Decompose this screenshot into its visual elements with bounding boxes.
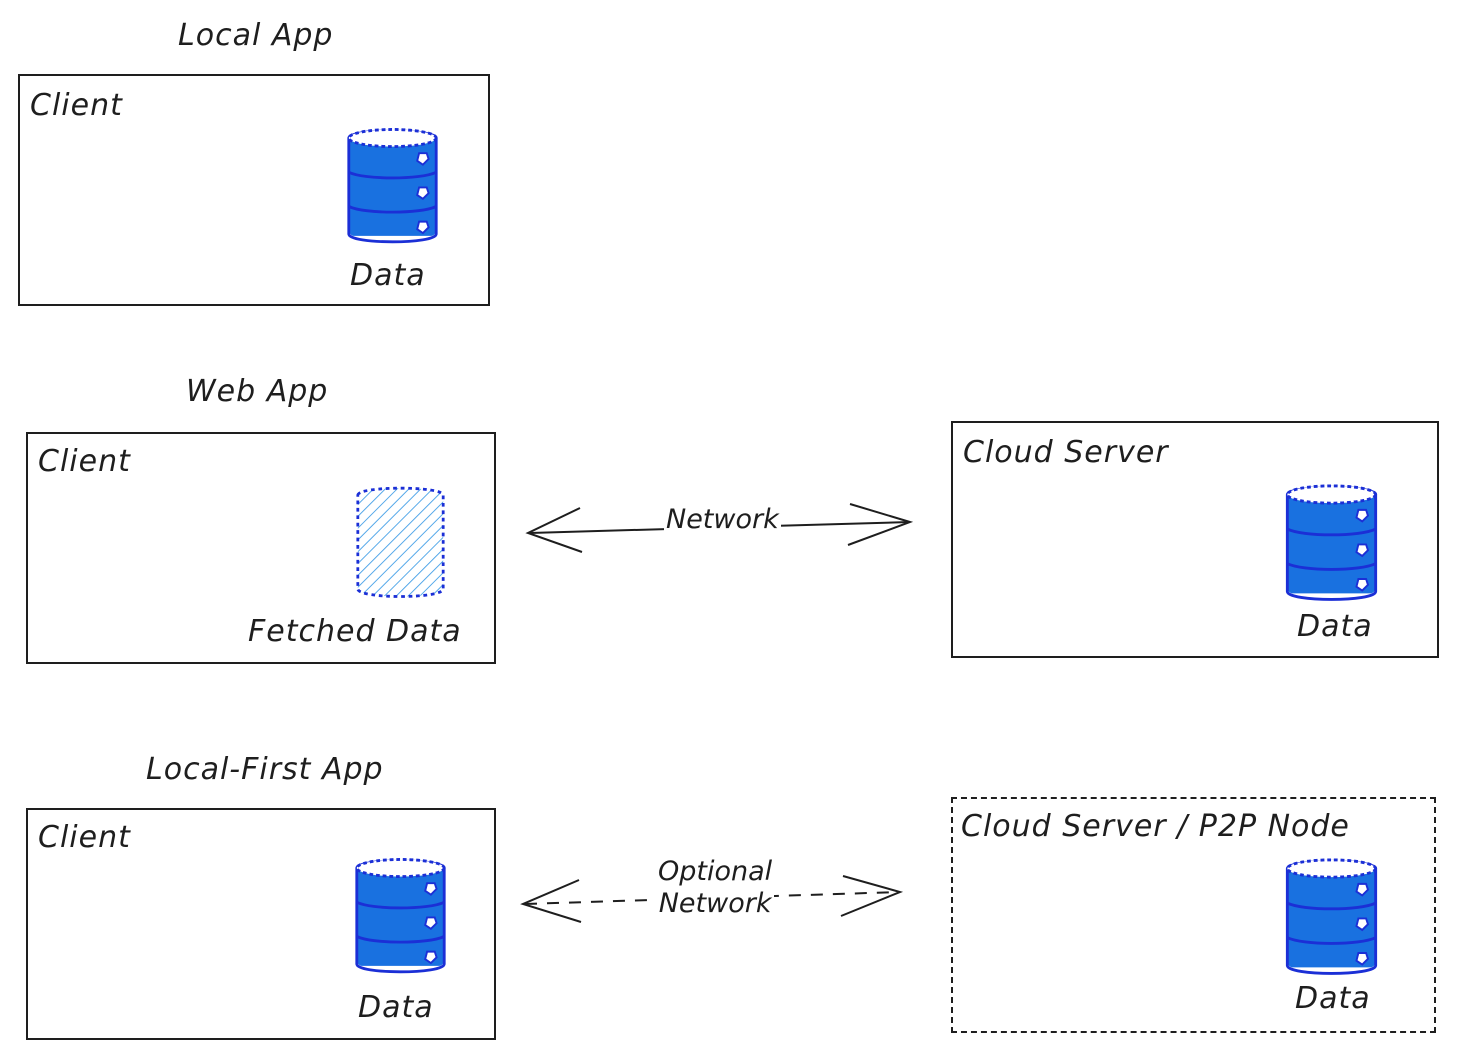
cloud-server-box: Cloud Server Data: [951, 421, 1439, 658]
fetched-database-icon: [356, 486, 445, 598]
web-client-box: Client Fetched Data: [26, 432, 496, 664]
cloud-p2p-box: Cloud Server / P2P Node Data: [951, 797, 1436, 1033]
server-database-icon: [1283, 483, 1380, 603]
database-icon: [345, 126, 440, 246]
local-app-title: Local App: [178, 18, 334, 53]
web-client-label: Client: [38, 444, 131, 479]
optional-network-line1: Optional: [658, 856, 773, 887]
optional-network-label: Optional Network: [656, 856, 775, 921]
local-first-client-box: Client Data: [26, 808, 496, 1040]
cloud-server-label: Cloud Server: [963, 435, 1169, 470]
cloud-p2p-label: Cloud Server / P2P Node: [961, 809, 1350, 844]
network-label: Network: [664, 504, 781, 537]
local-first-database-icon: [353, 856, 448, 976]
optional-network-line2: Network: [658, 888, 772, 920]
local-first-data-label: Data: [358, 990, 434, 1025]
web-app-title: Web App: [186, 374, 329, 409]
local-client-box: Client Data: [18, 74, 490, 306]
server-data-label: Data: [1297, 609, 1373, 644]
p2p-data-label: Data: [1295, 981, 1371, 1016]
local-data-label: Data: [350, 258, 426, 293]
local-first-client-label: Client: [38, 820, 131, 855]
web-fetched-data-label: Fetched Data: [248, 614, 462, 649]
local-client-label: Client: [30, 88, 123, 123]
p2p-database-icon: [1283, 857, 1380, 977]
local-first-app-title: Local-First App: [146, 752, 384, 787]
